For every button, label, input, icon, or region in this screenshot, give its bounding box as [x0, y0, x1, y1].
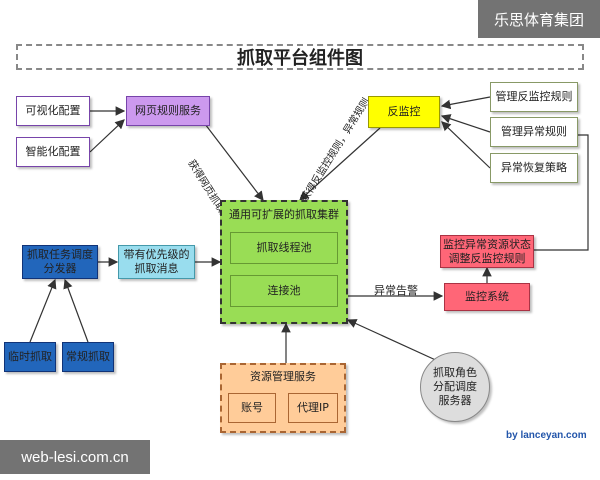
edge-label-exception-alarm: 异常告警	[374, 284, 418, 297]
page-rules-service-box: 网页规则服务	[126, 96, 210, 126]
crawl-cluster-label: 通用可扩展的抓取集群	[229, 208, 339, 221]
monitor-system-box: 监控系统	[444, 283, 530, 311]
watermark-bottom: web-lesi.com.cn	[0, 440, 150, 474]
anti-monitor-box: 反监控	[368, 96, 440, 128]
account-box: 账号	[228, 393, 276, 423]
manage-anti-rules-box: 管理反监控规则	[490, 82, 578, 112]
connection-pool-box: 连接池	[230, 275, 338, 307]
monitor-adjust-box: 监控异常资源状态调整反监控规则	[440, 235, 534, 268]
priority-message-box: 带有优先级的抓取消息	[118, 245, 195, 279]
smart-config-box: 智能化配置	[16, 137, 90, 167]
page-title: 抓取平台组件图	[16, 44, 584, 70]
resource-management-label: 资源管理服务	[250, 370, 316, 383]
role-scheduler-circle: 抓取角色分配调度服务器	[420, 352, 490, 422]
edge-rules-to-cluster	[204, 123, 264, 201]
proxy-ip-box: 代理IP	[288, 393, 338, 423]
edge-smart-to-rules	[89, 119, 125, 153]
credit-text: by lanceyan.com	[506, 430, 587, 441]
manage-exception-rules-box: 管理异常规则	[490, 117, 578, 147]
edge-role-to-cluster	[346, 319, 441, 363]
edge-manage-exc-to-anti	[440, 114, 491, 133]
task-scheduler-box: 抓取任务调度分发器	[22, 245, 98, 279]
edge-anti-to-cluster	[299, 127, 381, 201]
regular-fetch-box: 常规抓取	[62, 342, 114, 372]
visual-config-box: 可视化配置	[16, 96, 90, 126]
edge-temp-to-scheduler	[29, 278, 57, 343]
edge-manage-anti-to-anti	[440, 96, 491, 110]
temp-fetch-box: 临时抓取	[4, 342, 56, 372]
thread-pool-box: 抓取线程池	[230, 232, 338, 264]
watermark-top: 乐思体育集团	[478, 0, 600, 38]
edge-recovery-to-anti	[441, 121, 491, 169]
edge-regular-to-scheduler	[63, 278, 89, 343]
exception-recovery-box: 异常恢复策略	[490, 153, 578, 183]
